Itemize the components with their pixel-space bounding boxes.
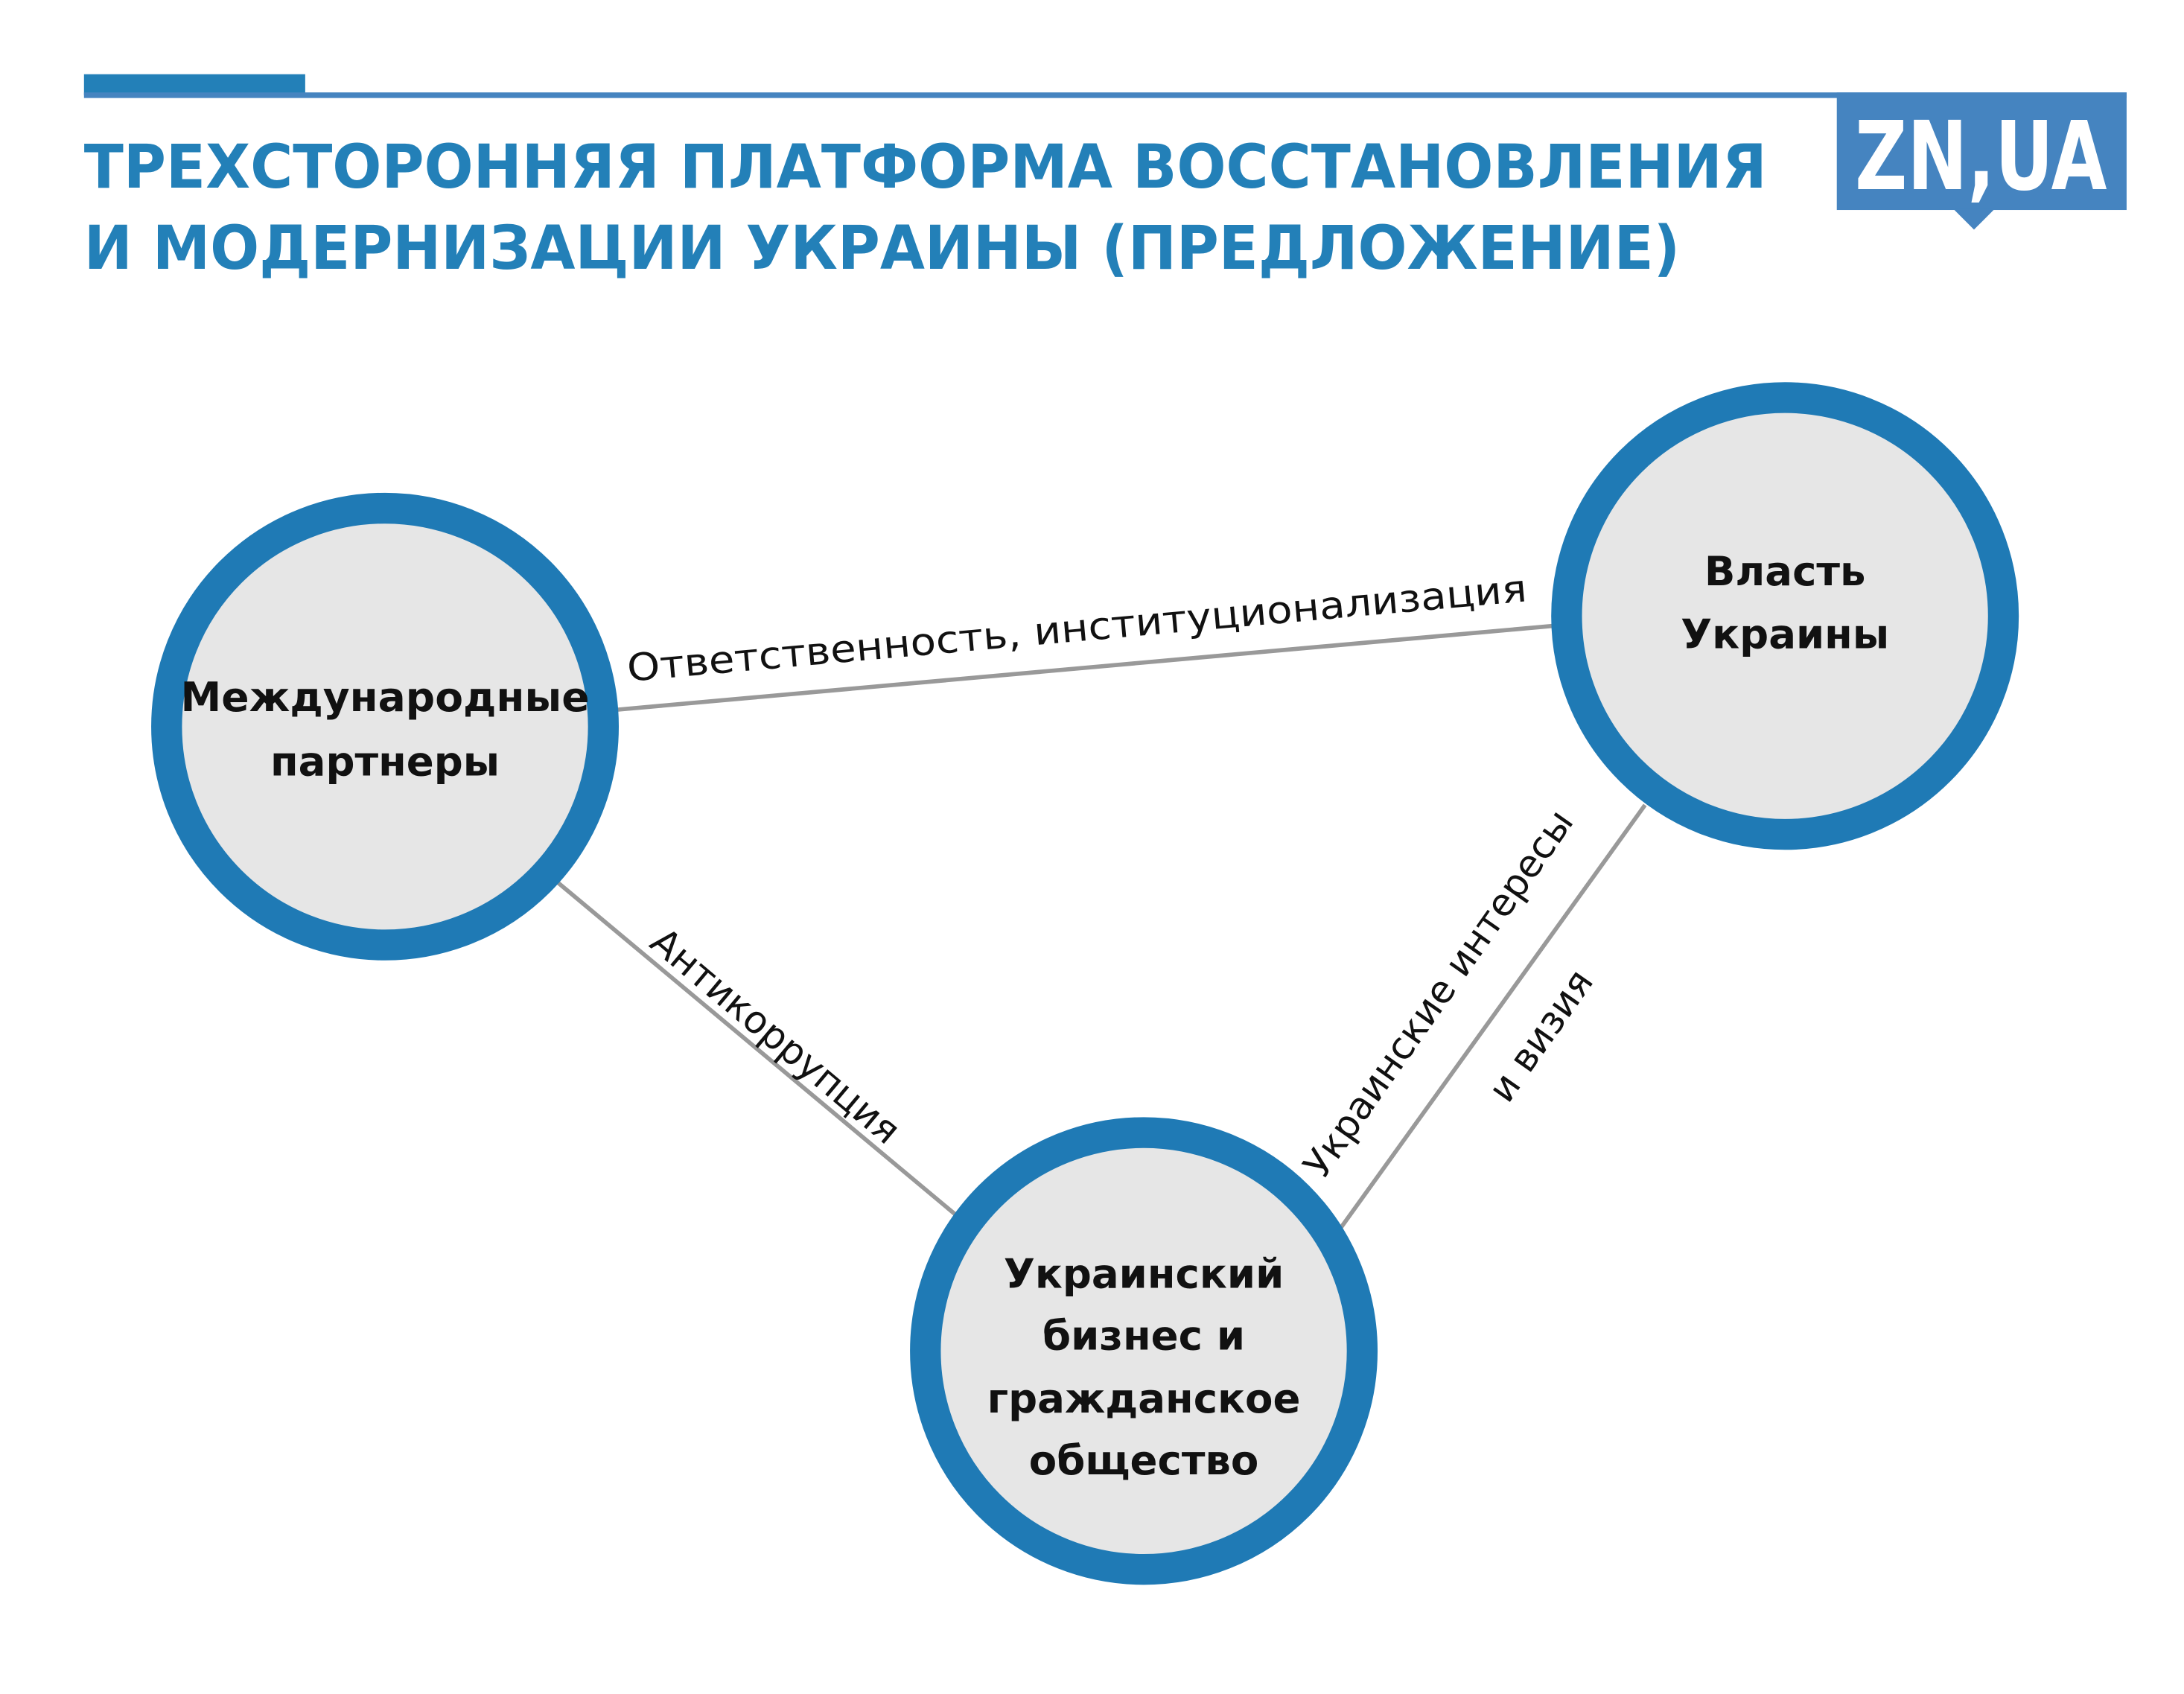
header-rule xyxy=(83,92,2127,98)
edge-label-interests: Украинские интересы xyxy=(1295,801,1582,1185)
edge-label-responsibility: Ответственность, институционализация xyxy=(625,566,1529,690)
node-label: бизнес и xyxy=(1042,1311,1245,1359)
edge-partners-society xyxy=(555,880,958,1217)
node-label: гражданское xyxy=(987,1375,1301,1422)
edge-label-vision: и визия xyxy=(1480,961,1602,1110)
node-international-partners: Международные партнеры xyxy=(151,492,620,961)
node-label: Украинский xyxy=(1004,1250,1284,1298)
node-label: партнеры xyxy=(270,738,500,786)
node-business-civil-society: Украинский бизнес и гражданское общество xyxy=(910,1117,1378,1585)
edge-society-government xyxy=(1337,803,1647,1231)
header-accent-bar xyxy=(83,74,305,95)
page-title-line2: И МОДЕРНИЗАЦИИ УКРАИНЫ (ПРЕДЛОЖЕНИЕ) xyxy=(84,214,1680,284)
node-label: Украины xyxy=(1681,611,1889,658)
node-label: Власть xyxy=(1704,547,1866,595)
edge-partners-government xyxy=(616,623,1555,713)
logo-text: ZN,UA xyxy=(1855,101,2107,212)
node-label: Международные xyxy=(181,673,590,721)
zn-ua-logo: ZN,UA xyxy=(1836,92,2127,230)
node-label: общество xyxy=(1029,1436,1259,1484)
node-ukraine-government: Власть Украины xyxy=(1551,382,2019,850)
edge-label-anticorruption: Антикоррупция xyxy=(643,919,909,1153)
page-title-line1: ТРЕХСТОРОННЯЯ ПЛАТФОРМА ВОССТАНОВЛЕНИЯ xyxy=(84,133,1767,203)
